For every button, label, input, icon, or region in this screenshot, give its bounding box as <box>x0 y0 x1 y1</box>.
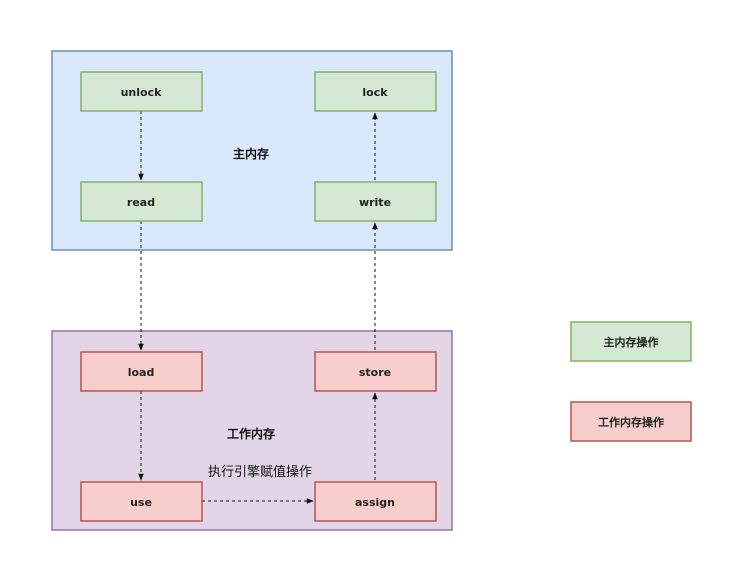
legend-main-op: 主内存操作 <box>570 321 692 362</box>
node-read-box <box>80 181 203 222</box>
node-store-label: store <box>359 366 391 379</box>
legend: 主内存操作 工作内存操作 <box>570 321 692 442</box>
node-load-box <box>80 351 203 392</box>
node-load-label: load <box>128 366 155 379</box>
node-lock-label: lock <box>362 86 388 99</box>
legend-work-op: 工作内存操作 <box>570 401 692 442</box>
node-write: write <box>314 181 437 222</box>
node-assign: assign <box>314 481 437 522</box>
node-load: load <box>80 351 203 392</box>
node-unlock: unlock <box>80 71 203 112</box>
node-assign-label: assign <box>355 496 395 509</box>
node-lock: lock <box>314 71 437 112</box>
node-use-label: use <box>130 496 152 509</box>
edge-use-assign-label: 执行引擎赋值操作 <box>208 464 312 480</box>
legend-main-op-swatch <box>570 321 692 362</box>
edges: 执行引擎赋值操作 <box>138 111 378 504</box>
legend-main-op-label: 主内存操作 <box>604 335 659 349</box>
node-write-box <box>314 181 437 222</box>
node-use-box <box>80 481 203 522</box>
work-memory-label: 工作内存 <box>227 426 275 441</box>
node-store-box <box>314 351 437 392</box>
node-unlock-box <box>80 71 203 112</box>
node-read: read <box>80 181 203 222</box>
node-write-label: write <box>359 196 391 209</box>
node-read-label: read <box>127 196 155 209</box>
node-use: use <box>80 481 203 522</box>
legend-work-op-label: 工作内存操作 <box>598 415 664 429</box>
node-lock-box <box>314 71 437 112</box>
node-unlock-label: unlock <box>121 86 163 99</box>
main-memory-label: 主内存 <box>233 146 269 161</box>
node-store: store <box>314 351 437 392</box>
node-assign-box <box>314 481 437 522</box>
legend-work-op-swatch <box>570 401 692 442</box>
